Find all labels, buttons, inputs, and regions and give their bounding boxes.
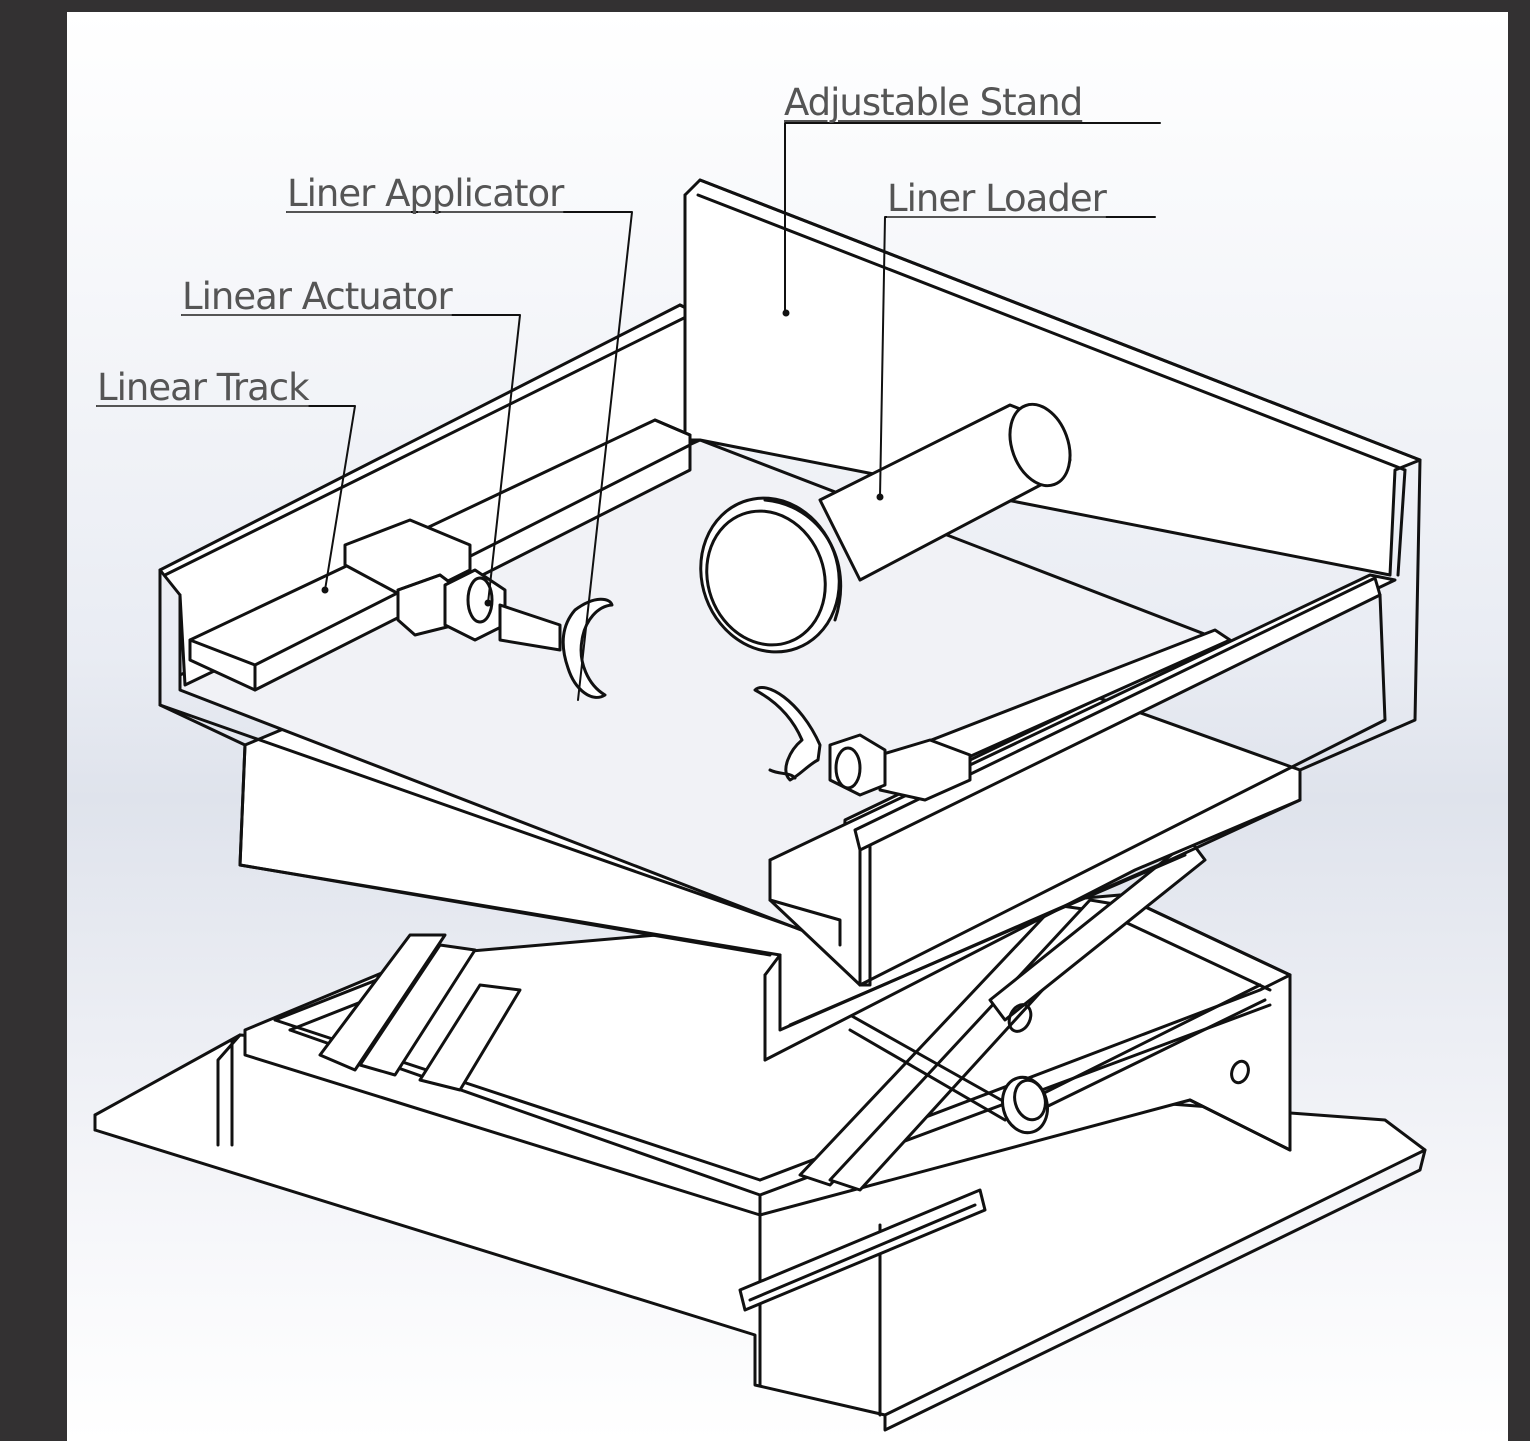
right-wall (768, 573, 1397, 987)
diagram-panel: Adjustable Stand Liner Applicator Liner … (67, 12, 1508, 1441)
leader-linear-actuator (181, 314, 521, 604)
leader-linear-track (96, 405, 356, 591)
label-liner-applicator: Liner Applicator (287, 172, 564, 215)
label-adjustable-stand: Adjustable Stand (784, 81, 1083, 124)
label-linear-actuator: Linear Actuator (182, 275, 453, 318)
leader-lines (96, 122, 1161, 701)
leader-adjustable-stand (784, 122, 1161, 311)
label-linear-track: Linear Track (97, 366, 310, 409)
leader-liner-loader (879, 216, 1156, 498)
scissor-mechanism (318, 838, 1267, 1192)
label-liner-loader: Liner Loader (887, 177, 1107, 220)
right-actuator (753, 628, 1232, 802)
machine-drawing (93, 122, 1427, 1432)
leader-liner-applicator (286, 211, 633, 701)
liner-loader (699, 402, 1072, 654)
